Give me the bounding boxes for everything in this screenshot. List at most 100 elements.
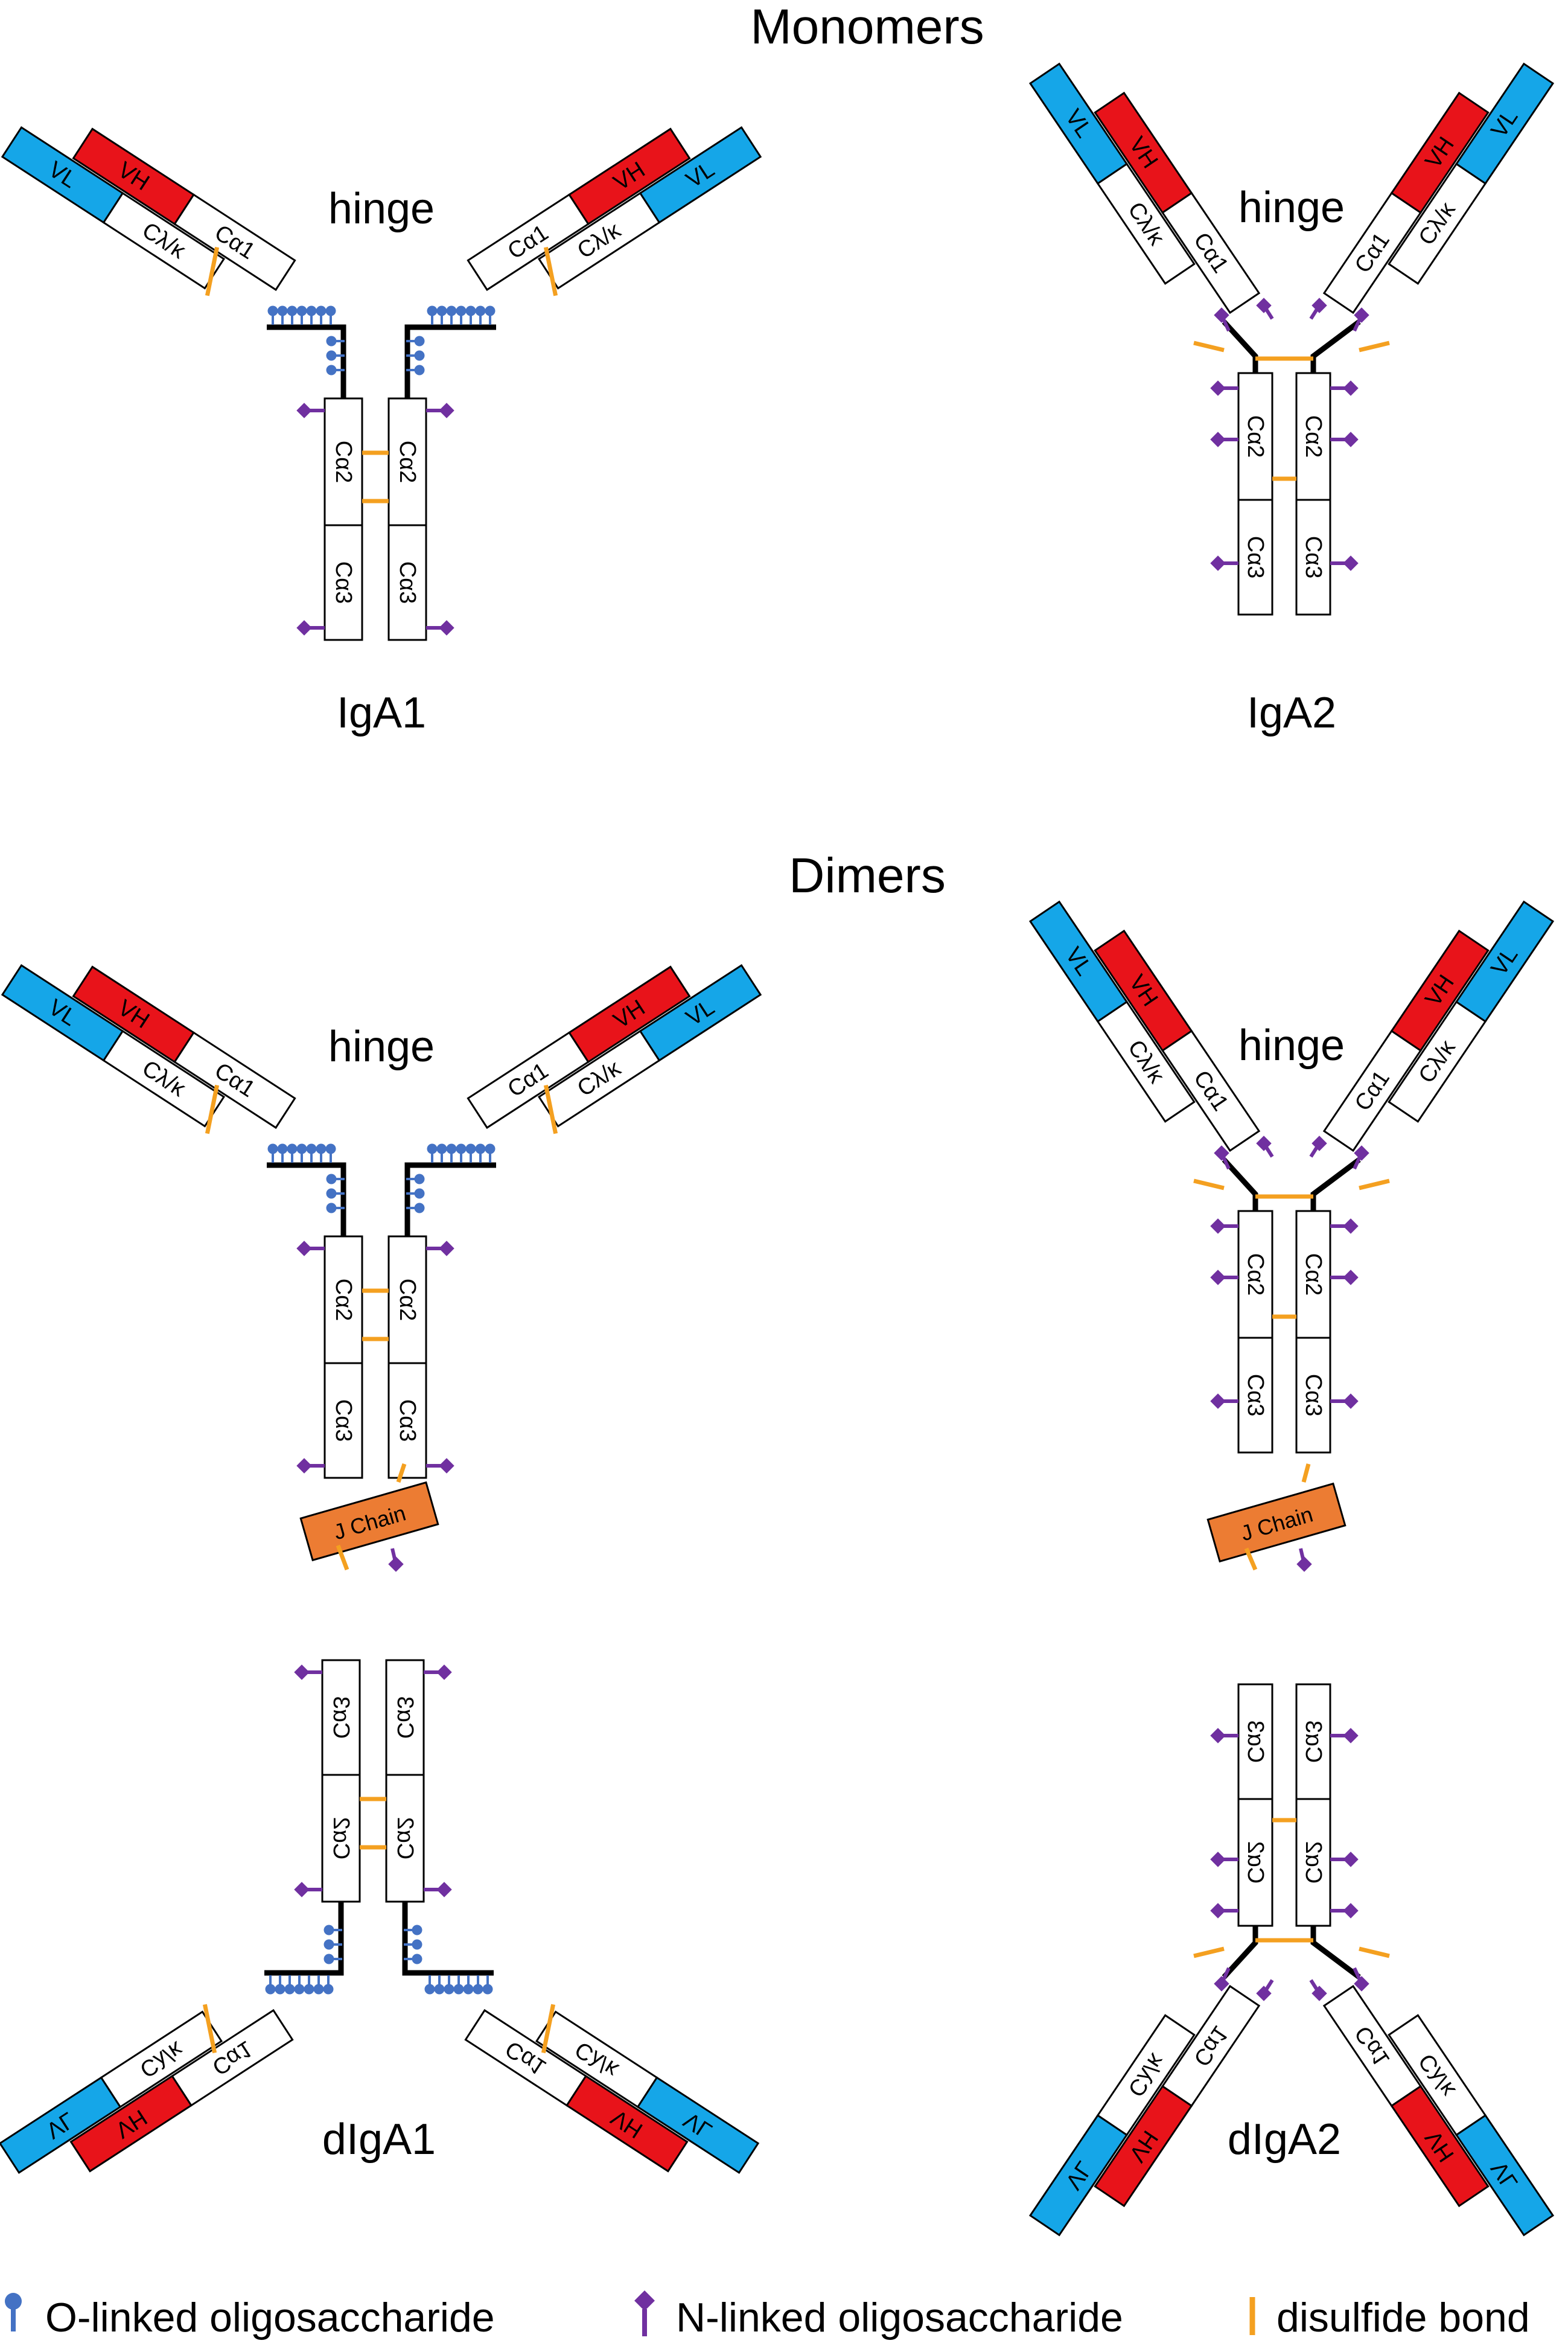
o-glycan-head xyxy=(296,1143,307,1154)
n-glycan-head xyxy=(1311,1986,1327,2001)
n-glycan-ca3-right xyxy=(426,1458,454,1474)
ca3-domain-right: Cα3 xyxy=(387,1362,427,1479)
n-glycan-hinge xyxy=(1309,298,1327,320)
vh-domain-box xyxy=(72,965,195,1064)
ca2-domain-right: Cα2 xyxy=(385,1774,425,1903)
o-glycan-head xyxy=(436,1143,447,1154)
ca2-domain-left: Cα2 xyxy=(1237,1798,1273,1927)
n-glycan-ca2-left xyxy=(296,1241,325,1256)
ca3-domain-right-box xyxy=(1295,1337,1331,1454)
hinge-left xyxy=(267,324,346,398)
ca3-domain-left-box xyxy=(1237,1337,1273,1454)
o-glycan-head xyxy=(427,1143,438,1154)
n-glycan-head xyxy=(1210,1728,1226,1743)
o-glycan-head xyxy=(294,1984,305,1995)
ca2-domain-left: Cα2 xyxy=(323,1235,363,1364)
o-glycans-left xyxy=(267,1143,345,1213)
n-glycan-ca3-left xyxy=(296,1458,325,1474)
legend-disulfide: disulfide bond xyxy=(1276,2295,1530,2341)
o-glycan-head xyxy=(427,305,438,316)
ca2-domain-right-label: Cα2 xyxy=(1301,1841,1326,1884)
vh-domain-box xyxy=(568,127,691,226)
n-glycan-head xyxy=(439,620,454,636)
o-glycan-head xyxy=(482,1984,493,1995)
jchain-disulfide xyxy=(336,1544,349,1571)
o-glycan-head xyxy=(296,305,307,316)
ca3-domain-right: Cα3 xyxy=(1295,499,1331,616)
o-glycan-head xyxy=(436,305,447,316)
n-glycan-head xyxy=(1210,1903,1226,1919)
o-glycan-head xyxy=(316,1143,327,1154)
ca3-domain-right-label: Cα3 xyxy=(1301,1374,1326,1417)
lh-disulfide-bond xyxy=(543,1084,558,1134)
o-glycan-head xyxy=(325,1143,336,1154)
ca3-domain-right-label: Cα3 xyxy=(1301,1721,1326,1763)
ca2-domain-right-label: Cα2 xyxy=(395,1279,420,1321)
legend-n-linked: N-linked oligosaccharide xyxy=(676,2295,1123,2341)
hinge-right xyxy=(402,1902,494,1976)
hinge-left xyxy=(267,1162,346,1236)
o-glycan-head xyxy=(434,1984,445,1995)
hinge-right xyxy=(404,1162,496,1236)
o-glycan-head xyxy=(475,1143,486,1154)
n-glycan-hinge xyxy=(1214,1967,1231,1992)
ca2-domain-right: Cα2 xyxy=(1295,372,1331,501)
vl-domain-box xyxy=(1028,2114,1129,2237)
n-glycan-head xyxy=(1210,1218,1226,1234)
ca2-domain-left-label: Cα2 xyxy=(1243,1841,1268,1884)
n-glycan-fc-left xyxy=(1210,432,1238,447)
o-glycan-head xyxy=(485,305,496,316)
vl-domain-box xyxy=(639,963,762,1062)
n-glycan-head xyxy=(1296,1556,1312,1572)
jchain-bonds xyxy=(336,1463,1312,1572)
ca2-domain-left: Cα2 xyxy=(1237,372,1273,501)
n-glycan-head xyxy=(1256,1986,1272,2001)
n-glycan-fc-left xyxy=(1210,1728,1238,1743)
n-glycan-head xyxy=(439,1458,454,1474)
lh-disulfide-bond xyxy=(1193,1946,1225,1958)
n-glycan-head xyxy=(388,1556,404,1572)
ca2-domain-right-label: Cα2 xyxy=(1301,1253,1326,1296)
ca3-domain-left-box xyxy=(323,1362,363,1479)
n-glycan-fc-right xyxy=(1330,380,1359,396)
o-glycan-head xyxy=(275,1984,285,1995)
n-glycan-ca2-left xyxy=(296,403,325,418)
ca2-domain-left-label: Cα2 xyxy=(1243,1253,1268,1296)
o-glycan-head xyxy=(424,1984,435,1995)
ca3-domain-left-box xyxy=(323,524,363,641)
o-glycans-right xyxy=(406,305,496,375)
ca3-domain-left-box xyxy=(1237,1683,1273,1800)
vl-domain-box xyxy=(1028,62,1129,185)
n-glycan-ca2-right xyxy=(424,1882,452,1897)
n-glycan-hinge xyxy=(1256,1136,1274,1158)
ca2-domain-left-label: Cα2 xyxy=(1243,415,1268,458)
vl-domain-box xyxy=(1028,900,1129,1023)
ca3-domain-right-box xyxy=(385,1659,425,1776)
lh-disulfide-bond xyxy=(205,1084,220,1134)
hinge-right xyxy=(404,324,496,398)
n-glycan-fc-right xyxy=(1330,1903,1359,1919)
o-glycan-head xyxy=(414,350,425,361)
vh-domain-box xyxy=(568,965,691,1064)
ca2-domain-left-box xyxy=(323,1235,363,1364)
n-glycan-head xyxy=(1210,432,1226,447)
ca3-domain-left: Cα3 xyxy=(323,1362,363,1479)
o-glycan-head xyxy=(412,1954,422,1964)
n-glycan-fc-right xyxy=(1330,1852,1359,1867)
n-glycan-ca3-right xyxy=(426,620,454,636)
n-glycan-head xyxy=(296,403,312,418)
o-glycan-head xyxy=(287,1143,298,1154)
ca2-domain-left-label: Cα2 xyxy=(328,1817,354,1860)
n-glycan-hinge xyxy=(1256,1979,1274,2001)
ca3-domain-left-box xyxy=(321,1659,361,1776)
ca2-domain-right: Cα2 xyxy=(1295,1210,1331,1339)
